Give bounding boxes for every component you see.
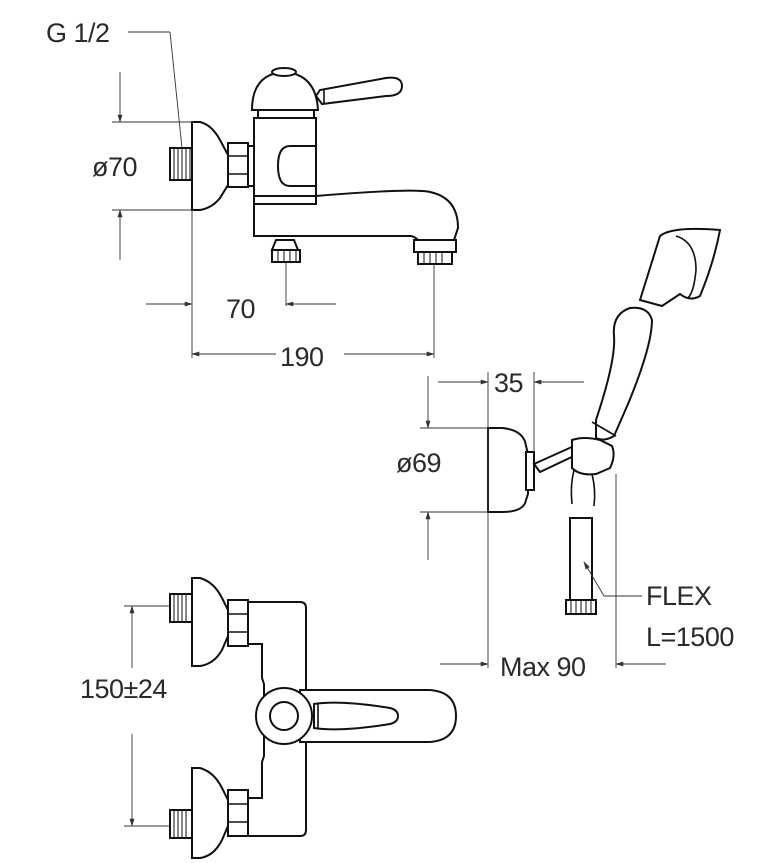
diverter-outlet	[270, 239, 300, 251]
valve-cap	[250, 70, 320, 111]
threaded-inlet	[169, 147, 193, 181]
faucet-side-view	[169, 67, 460, 265]
hand-shower-view	[487, 227, 722, 615]
holder-diameter-label: ø69	[396, 448, 441, 478]
holder-max-label: Max 90	[500, 652, 586, 682]
front-dimensions	[124, 605, 170, 827]
holder-depth-label: 35	[494, 368, 523, 398]
hose-length-label: L=1500	[646, 622, 734, 652]
hose-segment	[569, 517, 593, 601]
wall-flange	[191, 121, 229, 211]
hand-shower	[595, 306, 654, 441]
spout-length-label: 190	[280, 342, 324, 372]
lower-flange	[191, 767, 229, 859]
shower-dimensions	[420, 372, 666, 668]
holder-clamp	[571, 437, 615, 476]
spout-offset-label: 70	[226, 294, 255, 324]
hex-nut	[227, 142, 249, 188]
flange-diameter-label: ø70	[92, 152, 137, 182]
upper-flange	[191, 577, 229, 667]
lever-handle	[314, 76, 404, 106]
hose-type-label: FLEX	[646, 581, 712, 611]
aerator	[413, 239, 457, 253]
hose	[570, 469, 575, 505]
top-dimensions	[112, 31, 435, 358]
thread-size-label: G 1/2	[46, 18, 110, 48]
faucet-front-view	[169, 577, 458, 859]
inlet-spacing-label: 150±24	[80, 674, 167, 704]
holder-body	[487, 427, 529, 513]
